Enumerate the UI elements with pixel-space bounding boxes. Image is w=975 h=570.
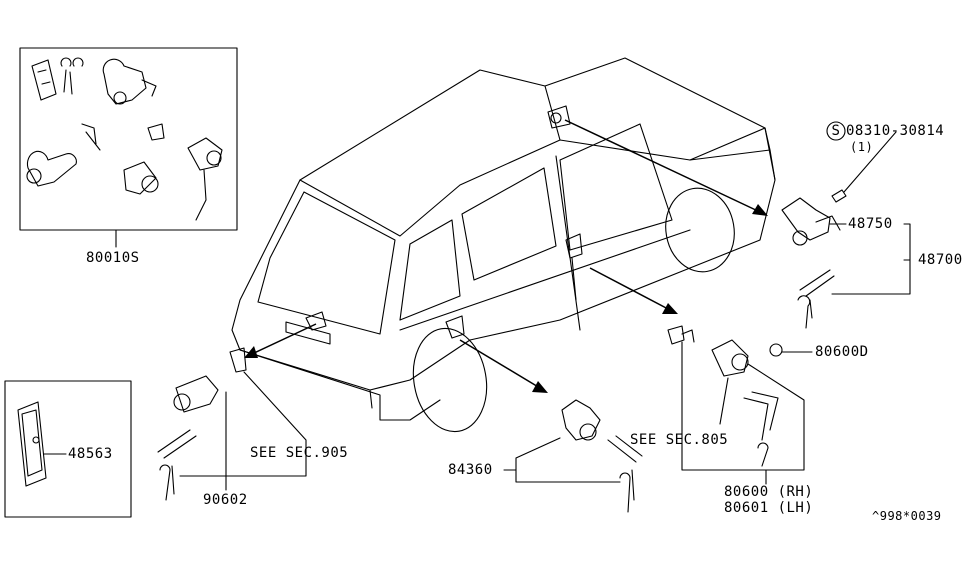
back-door-cylinder-group	[503, 399, 643, 513]
label-back-door-cyl: 84360	[448, 462, 493, 478]
label-door-lock-cyl: 48750	[848, 216, 893, 232]
label-see-sec-905: SEE SEC.905	[250, 445, 349, 461]
tailgate-cylinder-group	[157, 347, 307, 501]
label-diagram-code: ^998*0039	[872, 509, 942, 523]
vehicle-body	[231, 57, 776, 433]
label-door-cyl-rh: 80600 (RH)	[724, 484, 814, 500]
label-kit-set: 80010S	[86, 250, 140, 266]
kit-set-box	[19, 47, 238, 248]
label-ring: 80600D	[815, 344, 869, 360]
label-screw: 08310-30814	[846, 123, 945, 139]
leader-arrows	[244, 119, 768, 393]
label-screw-qty: (1)	[850, 140, 874, 154]
label-see-sec-805: SEE SEC.805	[630, 432, 729, 448]
door-lock-group	[769, 131, 911, 357]
key-holder-box	[4, 380, 132, 518]
label-screw-prefix: S	[831, 123, 841, 139]
screw-prefix-circle	[826, 121, 846, 141]
label-tailgate-cyl: 90602	[203, 492, 248, 508]
label-spare-key-holder: 48563	[68, 446, 113, 462]
label-door-cyl-lh: 80601 (LH)	[724, 500, 814, 516]
door-cylinder-group	[667, 325, 805, 485]
label-steering-lock-assy: 48700	[918, 252, 963, 268]
